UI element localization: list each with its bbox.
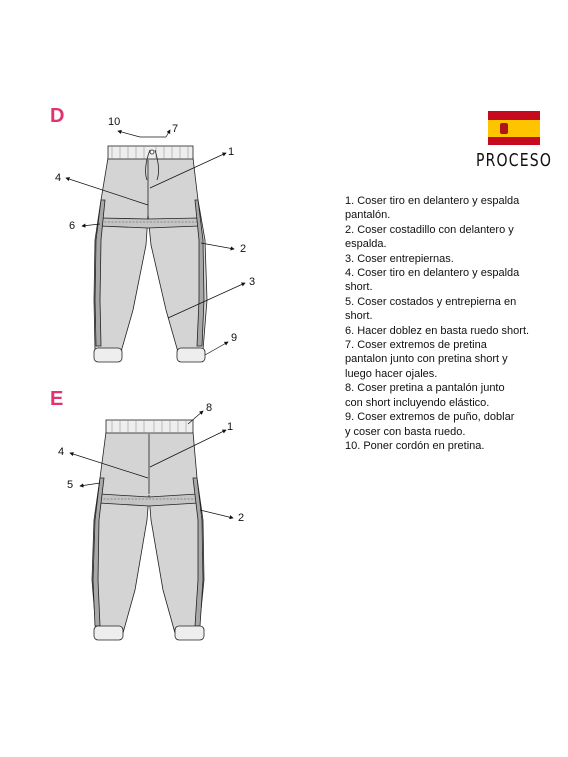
proceso-title: PROCESO (476, 150, 553, 171)
pants-e-body (91, 431, 205, 634)
callout-d-9: 9 (231, 332, 238, 344)
callout-lines-e (69, 410, 234, 520)
list-item: 3. Coser entrepiernas. (345, 252, 454, 265)
list-item: 9. Coser extremos de puño, doblar y cose… (345, 411, 515, 438)
cuff-left-e (93, 625, 124, 641)
callout-e-5: 5 (67, 479, 74, 491)
callout-d-6: 6 (69, 220, 76, 232)
callout-e-2: 2 (238, 512, 245, 524)
section-letter-d: D (50, 105, 65, 127)
callout-lines-d (65, 129, 246, 356)
section-letter-e: E (50, 388, 64, 410)
callout-e-8: 8 (206, 402, 213, 414)
waistband-e (105, 419, 194, 434)
callout-d-7: 7 (172, 123, 179, 135)
cuff-right-e (174, 625, 205, 641)
list-item: 4. Coser tiro en delantero y espalda sho… (345, 267, 520, 294)
callout-d-3: 3 (249, 276, 256, 288)
side-stripe-right-d (194, 199, 205, 347)
list-item: 10. Poner cordón en pretina. (345, 439, 485, 452)
pants-d-body (93, 157, 208, 353)
pants-figure-d (93, 145, 208, 363)
list-item: 7. Coser extremos de pretina pantalon ju… (345, 339, 508, 380)
list-item: 8. Coser pretina a pantalón junto con sh… (345, 382, 505, 409)
short-hem-d (99, 217, 200, 229)
list-item: 6. Hacer doblez en basta ruedo short. (345, 324, 530, 337)
process-steps-list: 1. Coser tiro en delantero y espalda pan… (345, 194, 560, 453)
cuff-left-d (93, 347, 123, 363)
list-item: 5. Coser costados y entrepierna en short… (345, 295, 517, 323)
callout-d-4: 4 (55, 172, 62, 184)
side-stripe-left-d (94, 199, 106, 347)
callout-d-10: 10 (108, 116, 121, 128)
callout-e-4: 4 (58, 446, 65, 458)
callout-e-1: 1 (227, 421, 234, 433)
cuff-right-d (176, 347, 206, 363)
callout-d-1: 1 (228, 146, 235, 158)
pants-figure-e (91, 419, 205, 641)
list-item: 1. Coser tiro en delantero y espalda pan… (345, 195, 520, 222)
spain-flag-icon (488, 111, 540, 145)
callout-d-2: 2 (240, 243, 247, 255)
drawcord-d (145, 149, 159, 181)
list-item: 2. Coser costadillo con delantero y espa… (345, 223, 514, 251)
